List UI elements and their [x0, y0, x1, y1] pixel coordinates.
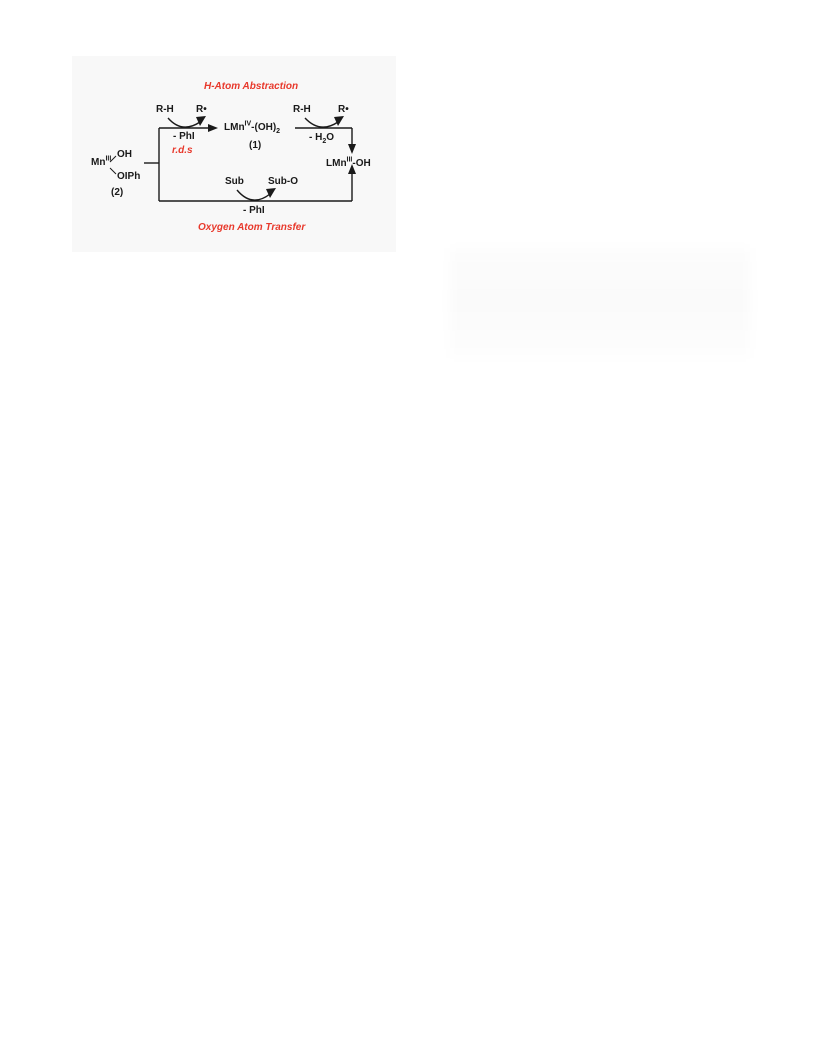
- start-ligand-oiph: OIPh: [117, 171, 141, 182]
- curved-arrow-step1: [167, 117, 201, 128]
- step1-product: R•: [196, 104, 207, 115]
- arrow-up-to-product: [348, 164, 356, 174]
- curved-arrowhead-step1: [196, 116, 206, 126]
- arrow-down-to-product: [348, 144, 356, 154]
- intermediate-complex: LMnIV-(OH)2: [224, 120, 281, 135]
- figure-panel: [72, 56, 396, 252]
- intermediate-number: (1): [249, 140, 262, 151]
- faint-background-smudge: [450, 248, 750, 358]
- rate-determining-step: r.d.s: [172, 145, 193, 156]
- step3-byproduct: - PhI: [243, 205, 265, 216]
- product-complex: LMnIII-OH: [326, 156, 371, 169]
- step1-byproduct: - PhI: [173, 131, 195, 142]
- step2-byproduct: - H2O: [309, 132, 335, 146]
- top-pathway-title: H-Atom Abstraction: [204, 81, 299, 92]
- arrow-to-intermediate: [208, 124, 218, 132]
- reaction-scheme-lines: [144, 116, 356, 202]
- start-complex-number: (2): [111, 187, 124, 198]
- step2-product: R•: [338, 104, 349, 115]
- curved-arrow-step3: [236, 189, 271, 201]
- step1-reactant: R-H: [156, 104, 174, 115]
- curved-arrow-step2: [304, 117, 339, 128]
- start-ligand-oh: OH: [117, 149, 132, 160]
- bottom-pathway-title: Oxygen Atom Transfer: [198, 222, 306, 233]
- curved-arrowhead-step3: [266, 188, 276, 198]
- start-complex-bonds: [109, 155, 117, 175]
- curved-arrowhead-step2: [334, 116, 344, 126]
- step3-product: Sub-O: [268, 176, 298, 187]
- step3-reactant: Sub: [225, 176, 244, 187]
- step2-reactant: R-H: [293, 104, 311, 115]
- start-complex-metal: MnIII: [91, 155, 112, 168]
